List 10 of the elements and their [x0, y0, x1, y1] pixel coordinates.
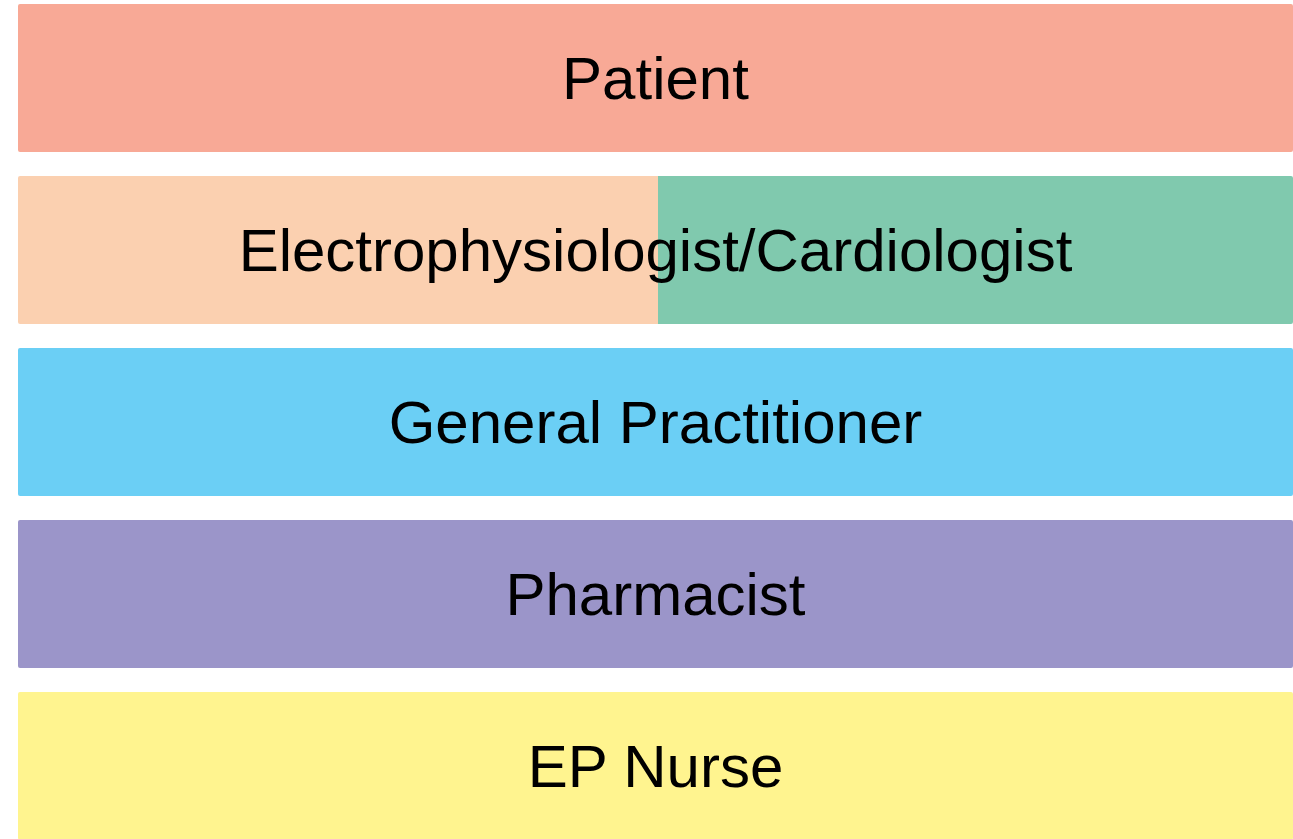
role-label: Pharmacist: [505, 559, 806, 629]
role-band: [18, 176, 1293, 324]
role-band: [18, 520, 1293, 668]
role-label: General Practitioner: [388, 387, 923, 457]
role-label: Electrophysiologist/Cardiologist: [238, 215, 1073, 285]
role-band: [18, 4, 1293, 152]
role-label: Patient: [562, 43, 749, 113]
role-label: EP Nurse: [527, 731, 784, 801]
role-band: [18, 348, 1293, 496]
role-band: [18, 692, 1293, 839]
